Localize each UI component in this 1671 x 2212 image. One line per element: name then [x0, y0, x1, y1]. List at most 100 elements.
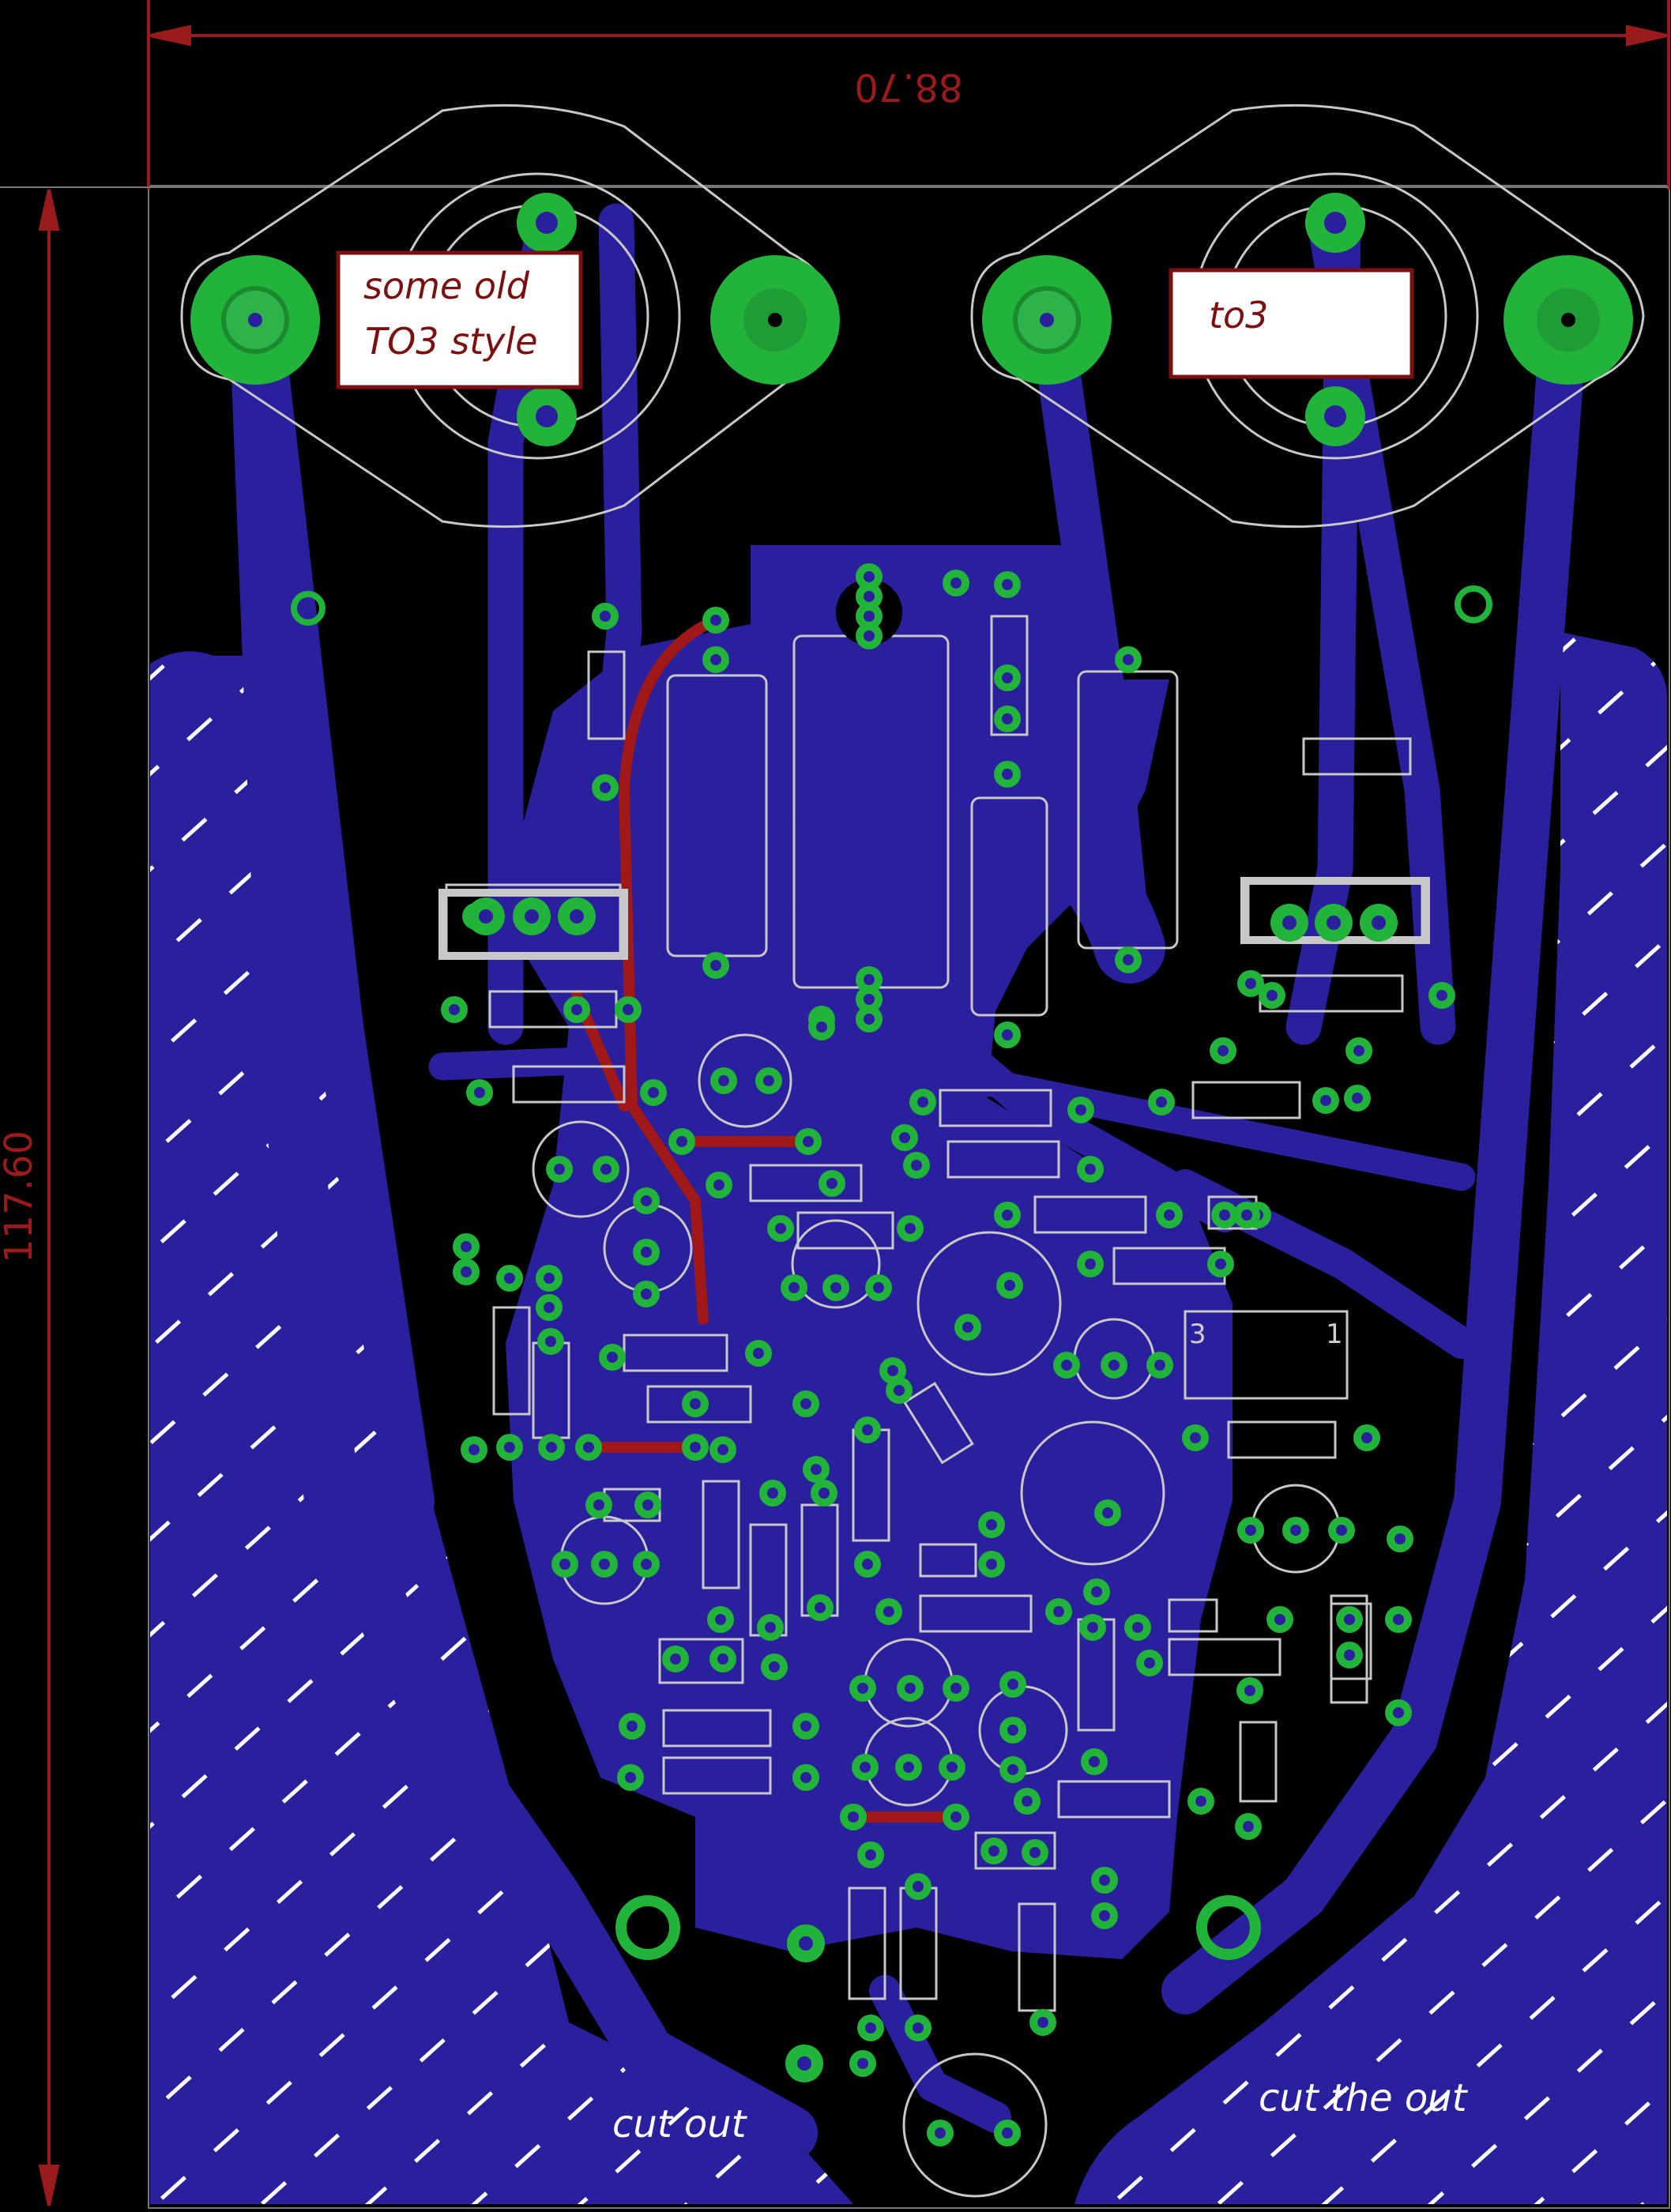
label-left-line2: TO3 style — [365, 320, 538, 363]
component-pad-hole — [1156, 1097, 1167, 1108]
transistor-pad-hole — [1372, 916, 1386, 930]
component-pad-hole — [545, 1336, 556, 1347]
component-pad-hole — [600, 782, 611, 793]
transistor-pad-hole — [479, 909, 493, 924]
component-pad-hole — [1087, 1622, 1098, 1633]
component-pad-hole — [913, 1881, 924, 1892]
component-pad-hole — [544, 1302, 555, 1313]
component-pad-hole — [1002, 769, 1013, 780]
component-pad-hole — [864, 591, 875, 602]
component-pad-hole — [599, 1559, 610, 1570]
component-pad-hole — [815, 1602, 826, 1613]
component-pad-hole — [1022, 1796, 1033, 1807]
component-pad-hole — [474, 1087, 485, 1098]
component-pad-hole — [1053, 1606, 1064, 1617]
component-pad-hole — [641, 1247, 652, 1258]
component-pad-hole — [864, 611, 875, 622]
mounting-holes — [291, 585, 1492, 1960]
component-pad-hole — [1244, 1685, 1255, 1696]
component-pad-hole — [1352, 1093, 1363, 1104]
component-pad-hole — [753, 1348, 764, 1359]
component-pad-hole — [905, 1223, 916, 1234]
component-pad-hole — [1037, 2017, 1048, 2028]
label-left-line1: some old — [363, 265, 530, 307]
component-pad-hole — [1219, 1209, 1230, 1221]
component-pad-hole — [1164, 1209, 1175, 1221]
component-pad-hole — [905, 1683, 916, 1694]
component-pad-hole — [1393, 1614, 1404, 1625]
component-pad-hole — [546, 1442, 557, 1453]
component-pad-hole — [1290, 1525, 1301, 1536]
width-dimension — [147, 0, 1670, 190]
component-pad-hole — [950, 1811, 962, 1823]
transistor-pad-hole — [1327, 916, 1341, 930]
component-pad-hole — [913, 2022, 924, 2033]
component-pad-hole — [800, 1721, 811, 1732]
component-pad-hole — [717, 1444, 728, 1455]
component-pad-hole — [864, 630, 875, 641]
component-pad-hole — [1245, 1525, 1256, 1536]
component-pad-hole — [710, 615, 721, 626]
component-pad-hole — [903, 1762, 914, 1773]
component-pad-hole — [864, 571, 875, 582]
component-pad-hole — [504, 1442, 515, 1453]
component-pad-hole — [1320, 1095, 1331, 1106]
component-pad-hole — [763, 1075, 774, 1086]
component-pad-hole — [593, 1499, 604, 1510]
component-pad-hole — [857, 1683, 868, 1694]
component-pad-hole — [803, 1136, 814, 1147]
component-pad-hole — [775, 1223, 786, 1234]
component-pad-hole — [1217, 1045, 1229, 1056]
component-pad-hole — [864, 1014, 875, 1025]
component-pad-hole — [950, 577, 962, 589]
component-pad-hole — [765, 1622, 776, 1633]
component-pad-hole — [887, 1365, 898, 1376]
transistor-pad-hole — [797, 2056, 811, 2071]
component-pad-hole — [819, 1488, 830, 1499]
component-pad-hole — [986, 1519, 997, 1530]
component-pad-hole — [1099, 1875, 1110, 1886]
component-pad-hole — [718, 1075, 729, 1086]
component-pad-hole — [1102, 1507, 1113, 1518]
component-pad-hole — [935, 2127, 946, 2139]
cut-out-right-label: cut the out — [1259, 2076, 1469, 2120]
component-pad-hole — [1002, 713, 1013, 724]
pot-pin-3-label: 3 — [1189, 1319, 1206, 1350]
component-pad-hole — [767, 1488, 778, 1499]
component-pad-hole — [1274, 1614, 1285, 1625]
component-pad-hole — [800, 1772, 811, 1783]
component-pad-hole — [1002, 672, 1013, 683]
component-pad-hole — [690, 1442, 701, 1453]
component-pad-hole — [676, 1136, 687, 1147]
component-pad-hole — [1132, 1622, 1143, 1633]
component-pad-hole — [883, 1606, 894, 1617]
width-dimension-label: 88.70 — [854, 65, 962, 109]
component-pad-hole — [873, 1282, 884, 1293]
component-pad-hole — [917, 1097, 928, 1108]
component-pad-hole — [769, 1661, 780, 1672]
component-pad-hole — [911, 1160, 922, 1171]
component-pad-hole — [641, 1288, 652, 1300]
transistor-pad-hole — [525, 909, 539, 924]
component-pad-hole — [1085, 1164, 1096, 1175]
pot-pin-1-label: 1 — [1326, 1319, 1343, 1350]
component-pad-hole — [713, 1179, 724, 1191]
component-pad-hole — [559, 1559, 570, 1570]
label-right: to3 — [1209, 294, 1268, 337]
component-pad-hole — [1099, 1910, 1110, 1921]
component-pad-hole — [627, 1721, 638, 1732]
component-pad-hole — [816, 1021, 827, 1033]
component-pad-hole — [1004, 1280, 1015, 1291]
component-pad-hole — [1089, 1756, 1100, 1767]
component-pad-hole — [962, 1322, 973, 1333]
component-pad-hole — [623, 1004, 634, 1015]
component-pad-hole — [625, 1772, 636, 1783]
component-pad-hole — [1002, 579, 1013, 590]
component-pad-hole — [860, 1762, 871, 1773]
component-pad-hole — [950, 1683, 962, 1694]
component-pad-hole — [1393, 1707, 1404, 1718]
component-pad-hole — [830, 1282, 841, 1293]
ground-pour-right — [1074, 632, 1667, 2204]
component-pad-hole — [1344, 1650, 1355, 1661]
component-pad-hole — [449, 1004, 460, 1015]
